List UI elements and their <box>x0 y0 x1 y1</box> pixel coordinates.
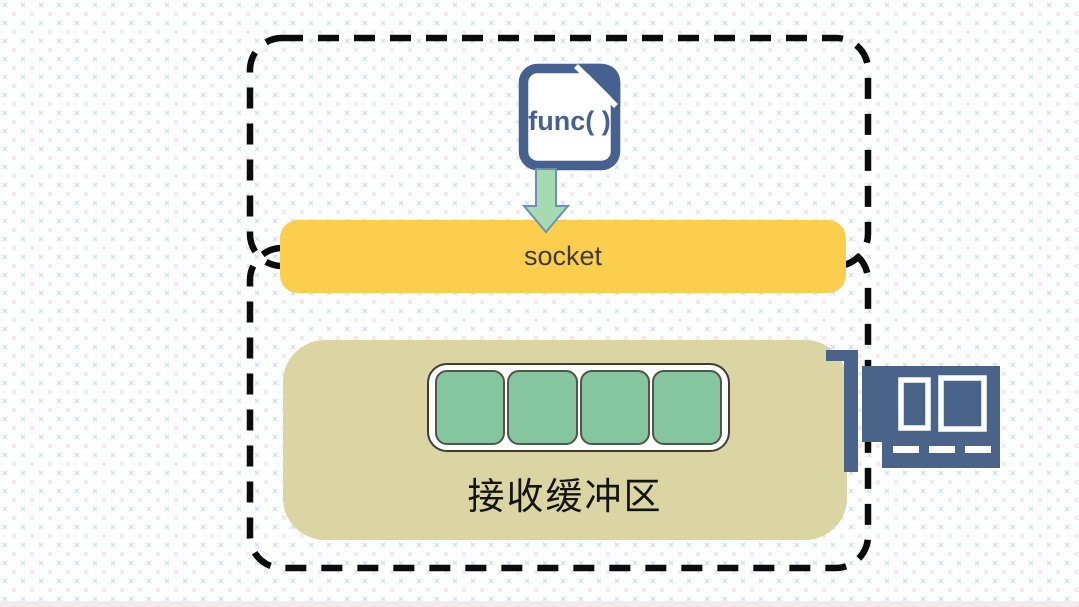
receive-buffer-label: 接收缓冲区 <box>467 476 663 517</box>
nic-bracket-arm <box>826 350 848 361</box>
function-label: func( ) <box>528 106 611 136</box>
document-fold-corner <box>578 63 621 106</box>
nic-pin <box>929 446 955 453</box>
nic-port-large <box>938 375 987 432</box>
document-fold-line <box>574 64 618 108</box>
down-arrow-icon <box>521 168 571 234</box>
nic-body <box>862 366 1000 468</box>
buffer-slot <box>507 370 578 445</box>
buffer-slot-container <box>427 363 730 452</box>
document-outline <box>518 63 621 171</box>
buffer-slot <box>579 370 650 445</box>
nic-pin <box>965 446 991 453</box>
buffer-slot <box>435 370 506 445</box>
socket-label: socket <box>523 241 603 271</box>
socket-bar: socket <box>280 220 846 293</box>
bottom-strip <box>0 601 1079 607</box>
nic-port-small <box>898 377 931 431</box>
buffer-slot <box>651 370 722 445</box>
nic-pin <box>893 446 919 453</box>
network-card-icon <box>826 350 1000 472</box>
nic-bracket-bar <box>844 350 858 472</box>
document-code-icon <box>518 63 621 234</box>
